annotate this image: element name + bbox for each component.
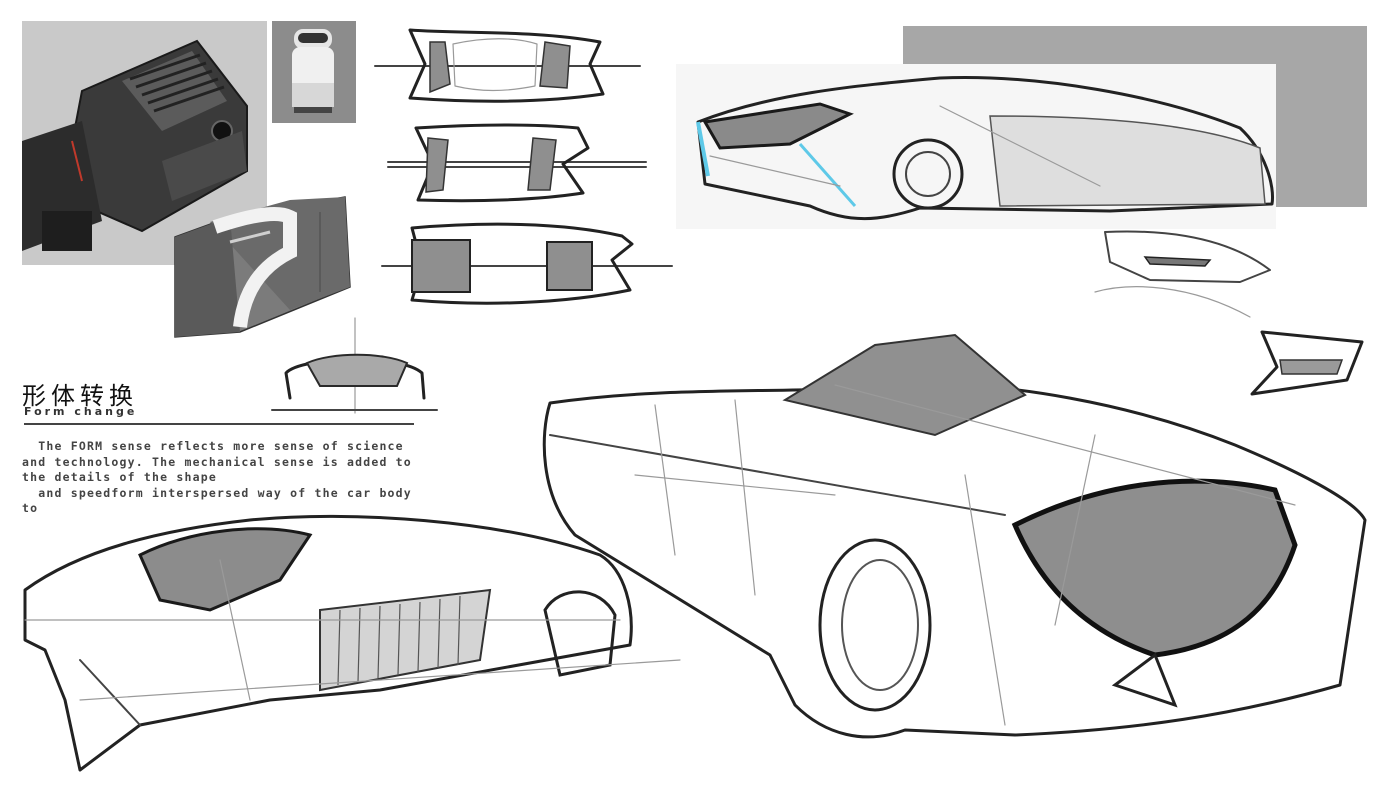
main-perspective-sketch: [542, 333, 1367, 739]
front-view-sketch: [271, 317, 438, 414]
description-line-5: to: [22, 501, 39, 515]
section-title-cn: 形体转换: [22, 382, 138, 410]
robot-illustration: [292, 29, 334, 113]
side-view-sketch: [696, 76, 1275, 221]
motor-illustration: [22, 39, 248, 251]
rear-detail-sketch-1: [1094, 230, 1271, 318]
description-line-2: and technology. The mechanical sense is …: [22, 455, 412, 469]
top-view-sketch-1: [374, 28, 641, 103]
description-line-1: The FORM sense reflects more sense of sc…: [22, 439, 404, 453]
description-line-3: the details of the shape: [22, 470, 217, 484]
rear-detail-sketch-2: [1250, 330, 1364, 396]
section-title-en: Form change: [24, 405, 138, 418]
top-view-sketch-3: [381, 222, 673, 305]
reference-photo-robot: [272, 21, 356, 123]
description-line-4: and speedform interspersed way of the ca…: [22, 486, 412, 500]
top-view-sketch-2: [387, 123, 647, 203]
reference-photo-motor: [22, 21, 267, 265]
reference-photo-device: [170, 192, 355, 342]
secondary-perspective-sketch: [23, 514, 681, 772]
device-illustration: [174, 196, 351, 338]
title-underline: [24, 423, 414, 425]
